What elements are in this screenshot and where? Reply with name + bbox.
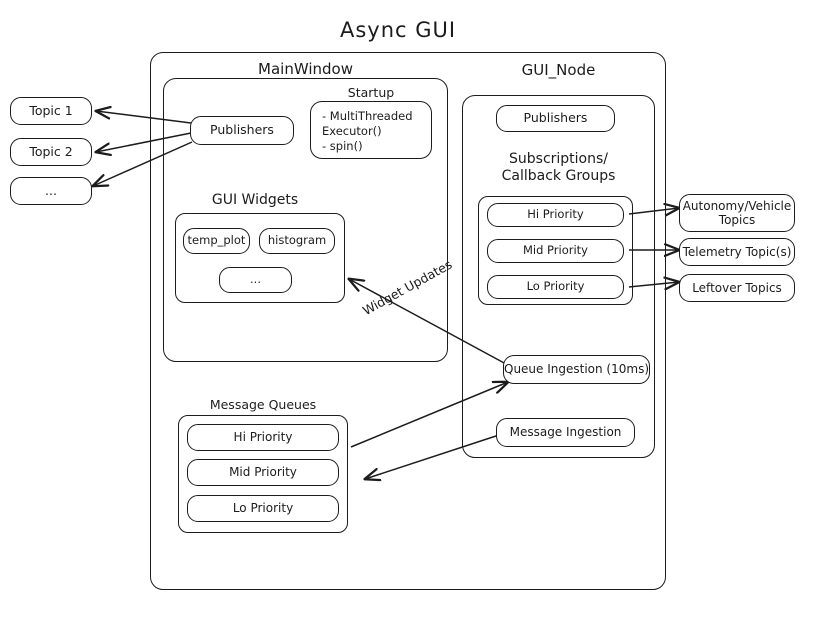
gui-widget-histogram[interactable]: histogram	[259, 228, 335, 254]
subscription-hi-priority[interactable]: Hi Priority	[487, 203, 624, 227]
subscription-lo-priority-label: Lo Priority	[526, 279, 585, 294]
gui-widget-temp-plot[interactable]: temp_plot	[183, 228, 250, 254]
topic-box-2-label: Topic 2	[29, 143, 73, 159]
startup-caption: Startup	[347, 85, 395, 100]
subscriptions-caption: Subscriptions/ Callback Groups	[501, 151, 616, 184]
topic-box-telemetry[interactable]: Telemetry Topic(s)	[679, 238, 795, 266]
gui-widgets-caption: GUI Widgets	[211, 192, 299, 208]
topic-box-2[interactable]: Topic 2	[10, 138, 92, 166]
gui-widgets-container	[175, 213, 345, 303]
message-ingestion-label: Message Ingestion	[509, 425, 622, 440]
main-window-container	[163, 78, 448, 362]
subscription-lo-priority[interactable]: Lo Priority	[487, 275, 624, 299]
topic-box-leftover-label: Leftover Topics	[692, 280, 782, 295]
subscription-mid-priority-label: Mid Priority	[522, 243, 588, 258]
message-queue-hi-priority-label: Hi Priority	[233, 430, 293, 445]
topic-box-autonomy-vehicle[interactable]: Autonomy/Vehicle Topics	[679, 194, 795, 232]
gui-widget-more-label: ...	[250, 272, 261, 287]
gui-widget-histogram-label: histogram	[267, 233, 327, 248]
message-ingestion-box[interactable]: Message Ingestion	[496, 418, 635, 447]
message-queue-mid-priority-label: Mid Priority	[229, 465, 297, 480]
topic-box-leftover[interactable]: Leftover Topics	[679, 274, 795, 302]
message-queue-mid-priority[interactable]: Mid Priority	[187, 459, 339, 486]
topic-box-1[interactable]: Topic 1	[10, 97, 92, 125]
gui-widget-more[interactable]: ...	[219, 267, 292, 293]
message-queue-lo-priority-label: Lo Priority	[232, 501, 294, 516]
gui-node-publishers[interactable]: Publishers	[496, 105, 615, 132]
gui-widget-temp-plot-label: temp_plot	[187, 233, 246, 248]
topic-box-more[interactable]: ...	[10, 177, 92, 205]
diagram-title: Async GUI	[340, 18, 457, 42]
topic-box-telemetry-label: Telemetry Topic(s)	[682, 244, 792, 259]
main-window-publishers[interactable]: Publishers	[190, 116, 294, 145]
topic-box-more-label: ...	[45, 182, 57, 198]
queue-ingestion-box[interactable]: Queue Ingestion (10ms)	[503, 355, 650, 384]
topic-box-autonomy-vehicle-label: Autonomy/Vehicle Topics	[682, 198, 792, 227]
subscriptions-container	[478, 196, 633, 305]
queue-ingestion-label: Queue Ingestion (10ms)	[504, 362, 650, 377]
message-queues-caption: Message Queues	[209, 397, 317, 412]
gui-node-publishers-label: Publishers	[523, 110, 588, 126]
gui-node-title: GUI_Node	[521, 61, 596, 79]
message-queue-hi-priority[interactable]: Hi Priority	[187, 424, 339, 451]
subscription-mid-priority[interactable]: Mid Priority	[487, 239, 624, 263]
message-queues-container	[178, 415, 348, 533]
outer-container	[150, 52, 666, 590]
topic-box-1-label: Topic 1	[29, 102, 73, 118]
message-queue-lo-priority[interactable]: Lo Priority	[187, 495, 339, 522]
subscription-hi-priority-label: Hi Priority	[527, 207, 584, 222]
startup-body: - MultiThreaded Executor() - spin()	[310, 101, 432, 159]
gui-node-container	[462, 95, 655, 458]
main-window-title: MainWindow	[258, 60, 353, 78]
main-window-publishers-label: Publishers	[210, 122, 274, 138]
